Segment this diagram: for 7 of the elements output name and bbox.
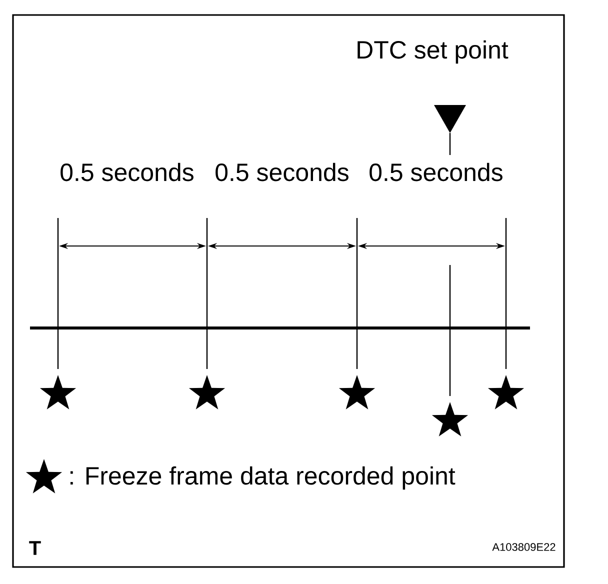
label: 0.5 seconds	[370, 162, 502, 182]
label: 0.5 seconds	[216, 162, 348, 182]
label: A103809E22	[492, 543, 556, 551]
legend-text: : Freeze frame data recorded point	[70, 466, 456, 490]
label: DTC set point	[358, 40, 508, 64]
label: T	[29, 541, 41, 555]
label: 0.5 seconds	[60, 162, 194, 182]
